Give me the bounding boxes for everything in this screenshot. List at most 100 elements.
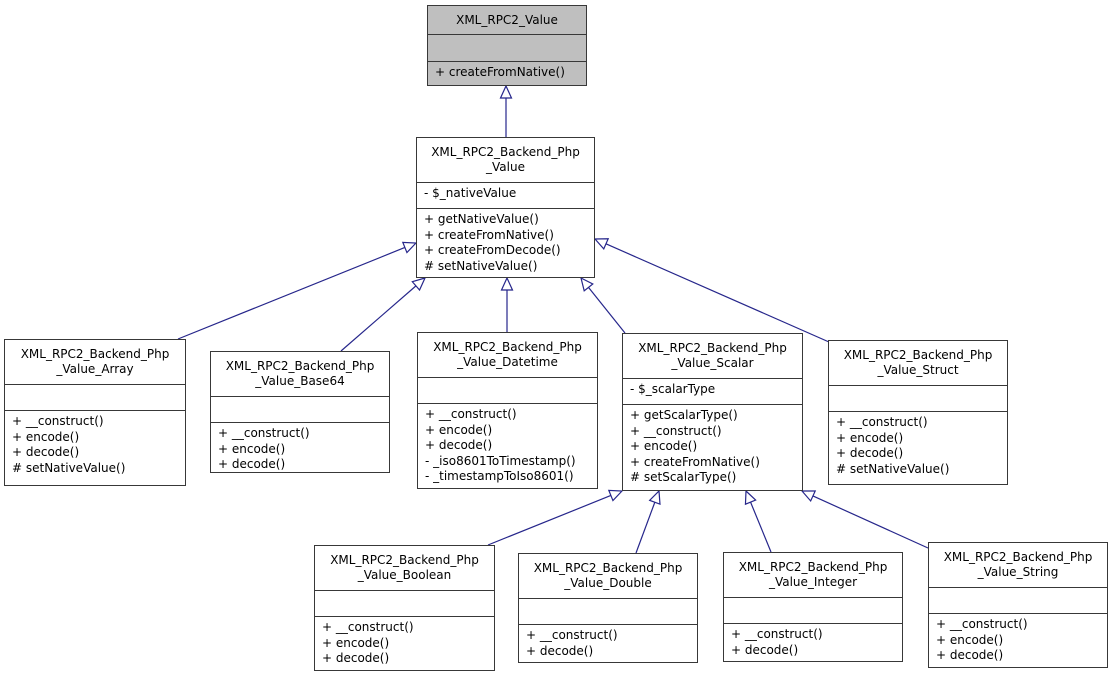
inheritance-arrowhead-backend-php-value <box>500 276 514 291</box>
class-box-double[interactable]: XML_RPC2_Backend_Php_Value_Double + __con… <box>518 553 698 663</box>
class-name-line: _Value_Base64 <box>255 374 345 388</box>
inheritance-edge-struct-to-backend-php-value <box>605 243 830 343</box>
methods-compartment: + getScalarType()+ __construct()+ encode… <box>623 404 802 492</box>
method-item: + decode() <box>218 457 286 471</box>
class-name: XML_RPC2_Backend_Php_Value_Array <box>5 340 185 384</box>
class-box-value[interactable]: XML_RPC2_Value+ createFromNative() <box>427 5 587 86</box>
class-box-struct[interactable]: XML_RPC2_Backend_Php_Value_Struct+ __con… <box>828 340 1008 485</box>
attributes-compartment <box>929 587 1107 613</box>
methods-compartment: + __construct()+ encode()+ decode() <box>929 613 1107 669</box>
class-name-line: _Value_Double <box>564 576 652 590</box>
method-item: + decode() <box>322 651 390 665</box>
class-name: XML_RPC2_Backend_Php_Value_Base64 <box>211 352 389 396</box>
attributes-compartment <box>418 377 597 403</box>
attributes-compartment <box>829 385 1007 411</box>
method-item: + encode() <box>218 441 286 456</box>
class-box-backend-php-value[interactable]: XML_RPC2_Backend_Php_Value - $_nativeValu… <box>416 137 595 278</box>
class-box-base64[interactable]: XML_RPC2_Backend_Php_Value_Base64 + __con… <box>210 351 390 473</box>
class-name: XML_RPC2_Backend_Php_Value_String <box>929 543 1107 587</box>
method-item: + decode() <box>526 643 594 658</box>
inheritance-arrowhead-value <box>499 84 513 99</box>
inheritance-edge-array-to-backend-php-value <box>177 246 406 340</box>
method-item: + createFromDecode() <box>424 243 561 257</box>
method-item: + encode() <box>836 430 904 445</box>
method-item: + encode() <box>936 632 1004 647</box>
attributes-compartment <box>5 384 185 410</box>
class-box-datetime[interactable]: XML_RPC2_Backend_Php_Value_Datetime+ __c… <box>417 332 598 489</box>
methods-compartment: + __construct()+ encode()+ decode()# set… <box>5 410 185 487</box>
class-name-line: _Value <box>486 160 525 174</box>
method-item: # setNativeValue() <box>836 461 950 476</box>
method-item: + getNativeValue() <box>424 212 539 226</box>
class-name-line: XML_RPC2_Backend_Php <box>843 348 993 362</box>
inheritance-arrowhead-scalar <box>607 489 624 502</box>
method-item: + __construct() <box>526 628 618 642</box>
inheritance-edge-base64-to-backend-php-value <box>340 285 417 352</box>
method-item: + __construct() <box>12 414 104 428</box>
methods-compartment: + __construct()+ decode() <box>724 623 902 663</box>
inheritance-edge-double-to-scalar <box>635 502 656 554</box>
class-box-integer[interactable]: XML_RPC2_Backend_Php_Value_Integer + __co… <box>723 552 903 662</box>
class-name-line: _Value_Array <box>56 362 134 376</box>
class-name-line: XML_RPC2_Backend_Php <box>738 560 888 574</box>
methods-compartment: + __construct()+ encode()+ decode()# set… <box>829 411 1007 486</box>
method-item: + encode() <box>12 429 80 444</box>
attributes-compartment <box>315 590 494 616</box>
class-name-line: XML_RPC2_Backend_Php <box>20 347 170 361</box>
methods-compartment: + __construct()+ encode()+ decode() <box>211 422 389 474</box>
attribute-item: - $_nativeValue <box>424 186 517 200</box>
class-name: XML_RPC2_Backend_Php_Value_Boolean <box>315 546 494 590</box>
class-name-line: XML_RPC2_Backend_Php <box>943 550 1093 564</box>
class-name-line: _Value_String <box>977 565 1059 579</box>
method-item: + __construct() <box>630 423 722 438</box>
method-item: # setScalarType() <box>630 470 737 484</box>
inheritance-edge-scalar-to-backend-php-value <box>588 286 626 334</box>
inheritance-arrowhead-backend-php-value <box>580 276 594 292</box>
method-item: + getScalarType() <box>630 408 738 422</box>
class-name-line: XML_RPC2_Backend_Php <box>431 145 580 159</box>
class-name: XML_RPC2_Backend_Php_Value_Double <box>519 554 697 598</box>
class-name: XML_RPC2_Backend_Php_Value_Integer <box>724 553 902 597</box>
methods-compartment: + __construct()+ encode()+ decode()- _is… <box>418 403 597 490</box>
methods-compartment: + __construct()+ decode() <box>519 624 697 664</box>
method-item: # setNativeValue() <box>424 258 538 273</box>
method-item: + decode() <box>836 446 904 460</box>
inheritance-arrowhead-scalar <box>744 489 757 506</box>
method-item: + decode() <box>12 445 80 459</box>
attributes-compartment <box>211 396 389 422</box>
method-item: + __construct() <box>218 426 310 440</box>
method-item: + encode() <box>322 635 390 650</box>
methods-compartment: + getNativeValue()+ createFromNative()+ … <box>417 208 594 279</box>
inheritance-arrowhead-scalar <box>648 489 661 506</box>
attributes-compartment <box>428 34 586 61</box>
attributes-compartment <box>724 597 902 623</box>
method-item: + createFromNative() <box>424 227 554 242</box>
method-item: - _timestampToIso8601() <box>425 469 574 483</box>
class-name-line: XML_RPC2_Backend_Php <box>225 359 375 373</box>
class-box-scalar[interactable]: XML_RPC2_Backend_Php_Value_Scalar- $_sca… <box>622 333 803 491</box>
class-name-line: _Value_Datetime <box>457 355 558 369</box>
method-item: + decode() <box>936 648 1004 662</box>
inheritance-edge-boolean-to-scalar <box>487 494 612 546</box>
class-name-line: XML_RPC2_Value <box>456 12 558 27</box>
class-name: XML_RPC2_Value <box>428 6 586 34</box>
class-box-array[interactable]: XML_RPC2_Backend_Php_Value_Array + __cons… <box>4 339 186 486</box>
inheritance-edge-string-to-scalar <box>812 495 929 549</box>
class-box-string[interactable]: XML_RPC2_Backend_Php_Value_String + __con… <box>928 542 1108 668</box>
class-name-line: XML_RPC2_Backend_Php <box>330 553 479 567</box>
method-item: # setNativeValue() <box>12 460 126 475</box>
attribute-item: - $_scalarType <box>630 382 716 396</box>
class-name-line: XML_RPC2_Backend_Php <box>533 561 683 575</box>
class-name: XML_RPC2_Backend_Php_Value <box>417 138 594 182</box>
method-item: + __construct() <box>836 415 928 429</box>
class-box-boolean[interactable]: XML_RPC2_Backend_Php_Value_Boolean+ __co… <box>314 545 495 671</box>
method-item: + createFromNative() <box>630 454 760 469</box>
inheritance-arrowhead-backend-php-value <box>411 277 427 292</box>
method-item: + decode() <box>425 438 493 452</box>
attributes-compartment <box>519 598 697 624</box>
class-name-line: XML_RPC2_Backend_Php <box>638 341 787 355</box>
class-name-line: _Value_Integer <box>768 575 858 589</box>
inheritance-arrowhead-scalar <box>800 490 817 503</box>
